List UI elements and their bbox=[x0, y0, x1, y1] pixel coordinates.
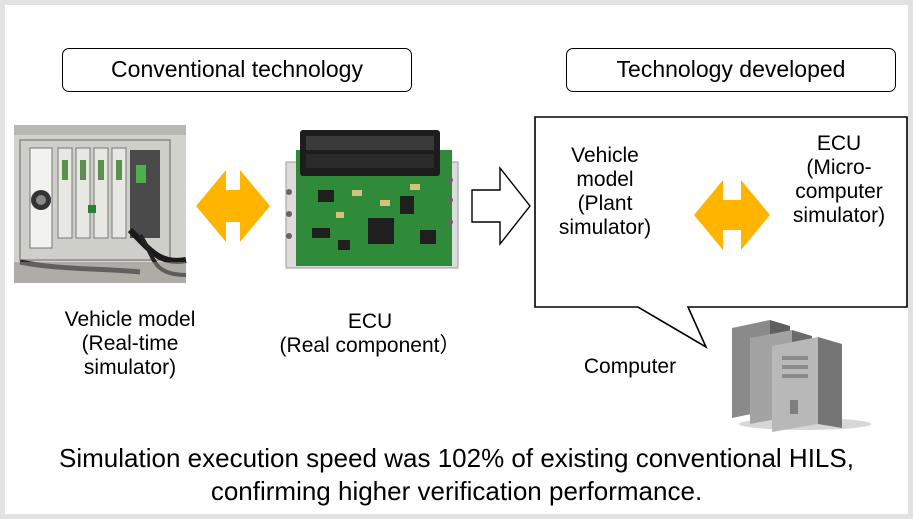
vehicle-model-real-time-label: Vehicle model (Real-time simulator) bbox=[64, 308, 196, 379]
conventional-technology-header: Conventional technology bbox=[62, 48, 412, 92]
server-computer-icon bbox=[732, 320, 871, 432]
real-time-simulator-photo bbox=[14, 125, 187, 283]
summary-text: Simulation execution speed was 102% of e… bbox=[59, 443, 854, 506]
technology-developed-header: Technology developed bbox=[566, 48, 896, 92]
ecu-board-photo bbox=[282, 130, 462, 275]
vehicle-model-plant-simulator-label: Vehicle model (Plant simulator) bbox=[558, 144, 652, 239]
computer-label: Computer bbox=[583, 355, 677, 378]
right-arrow-icon bbox=[471, 165, 531, 247]
ecu-real-component-label: ECU (Real component） bbox=[279, 310, 461, 357]
ecu-microcomputer-simulator-label: ECU (Micro- computer simulator) bbox=[792, 132, 886, 227]
double-arrow-icon bbox=[196, 170, 270, 242]
double-arrow-icon-developed bbox=[694, 180, 770, 250]
